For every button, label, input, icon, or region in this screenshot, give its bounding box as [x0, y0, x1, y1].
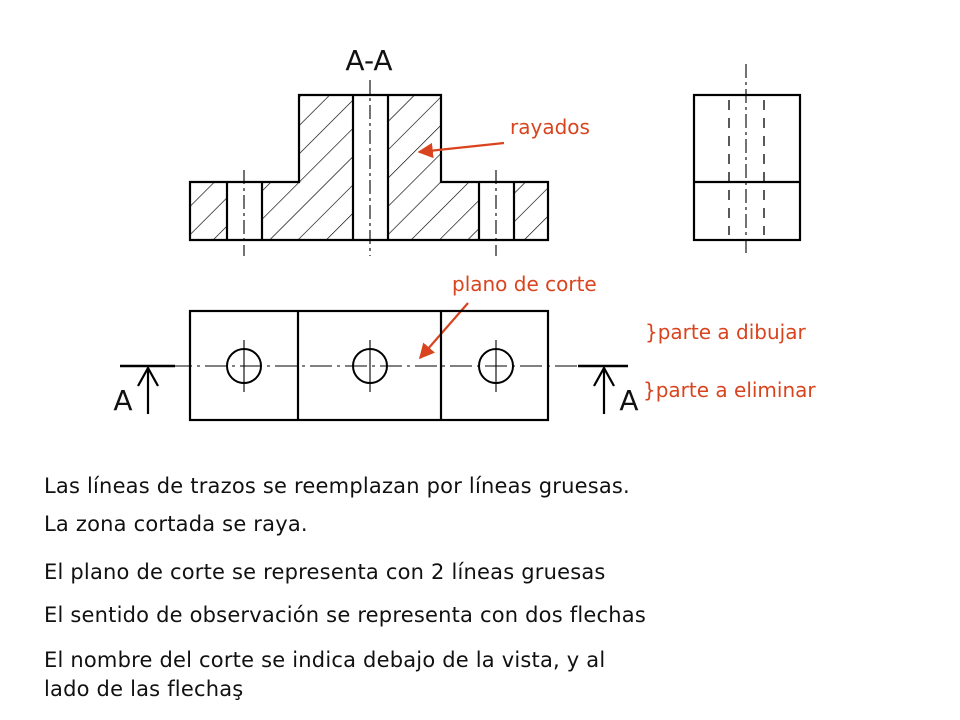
view-arrow-left	[137, 365, 159, 414]
plano-de-corte-arrow	[418, 302, 469, 360]
note-observation-direction: El sentido de observación se representa …	[44, 603, 646, 627]
annotation-parte-a-eliminar: }parte a eliminar	[643, 378, 816, 402]
note-cutting-plane: El plano de corte se representa con 2 lí…	[44, 560, 606, 584]
section-label-right: A	[619, 384, 638, 417]
rayados-arrow	[417, 141, 505, 159]
section-label-left: A	[113, 384, 132, 417]
annotation-parte-a-dibujar: }parte a dibujar	[645, 320, 806, 344]
top-view: A A	[113, 309, 639, 422]
side-view	[692, 64, 802, 256]
view-arrow-right	[593, 365, 615, 414]
hole-edges	[225, 95, 516, 240]
annotation-plano-de-corte: plano de corte	[452, 272, 597, 296]
hidden-lines	[728, 100, 765, 235]
front-outline	[188, 93, 550, 242]
note-section-name-line1: El nombre del corte se indica debajo de …	[44, 648, 606, 672]
note-dashed-lines: Las líneas de trazos se reemplazan por l…	[44, 474, 630, 498]
note-section-name-line2: lado de las flechaş	[44, 677, 244, 701]
annotation-rayados: rayados	[510, 115, 590, 139]
note-cut-zone: La zona cortada se raya.	[44, 512, 308, 536]
front-section-view	[188, 80, 550, 256]
hatched-area	[190, 95, 548, 240]
technical-drawing: A-A	[113, 44, 816, 422]
section-title: A-A	[345, 44, 392, 77]
front-centerlines	[243, 80, 497, 256]
